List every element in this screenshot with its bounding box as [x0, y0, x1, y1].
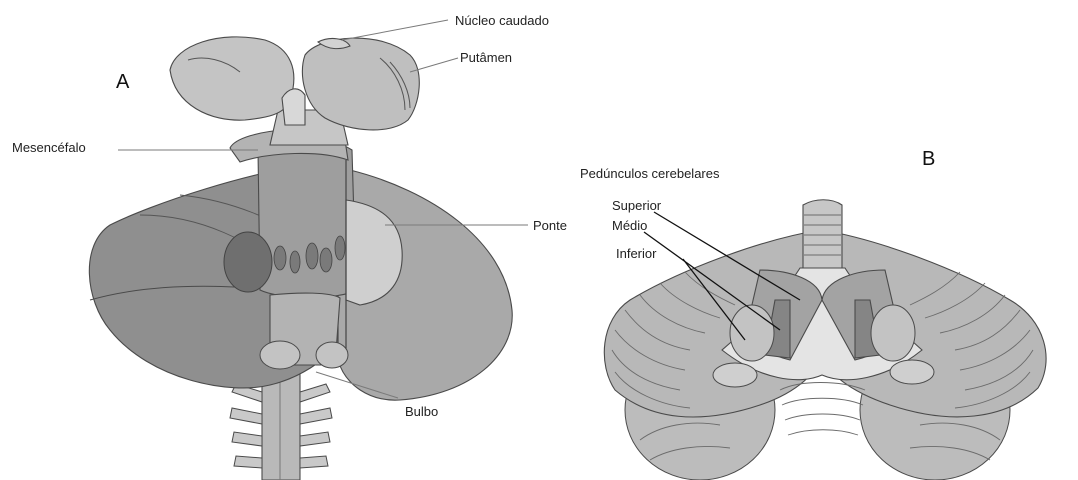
vermis-superior	[803, 200, 842, 275]
panel-a-brainstem-cerebellum	[89, 37, 512, 480]
dentate-nucleus	[224, 232, 272, 292]
label-caudate-nucleus: Núcleo caudado	[455, 13, 549, 28]
third-ventricle-region	[282, 89, 305, 125]
panel-b-cerebellum-anterior	[604, 200, 1046, 480]
pons-body	[258, 140, 356, 298]
label-inferior: Inferior	[616, 246, 657, 261]
flocculus-left	[713, 363, 757, 387]
panel-b-letter: B	[922, 148, 935, 170]
inferior-peduncle-left	[730, 305, 774, 361]
basal-ganglia-left	[170, 37, 294, 120]
label-midbrain: Mesencéfalo	[12, 140, 86, 155]
flocculus-right	[890, 360, 934, 384]
label-superior: Superior	[612, 198, 662, 213]
label-pons: Ponte	[533, 218, 567, 233]
panel-a-letter: A	[116, 71, 130, 93]
label-putamen: Putâmen	[460, 50, 512, 65]
olive-left	[260, 341, 300, 369]
olive-right	[316, 342, 348, 368]
panel-b-title: Pedúnculos cerebelares	[580, 166, 720, 181]
inferior-peduncle-right	[871, 305, 915, 361]
label-middle: Médio	[612, 218, 647, 233]
label-medulla: Bulbo	[405, 404, 438, 419]
